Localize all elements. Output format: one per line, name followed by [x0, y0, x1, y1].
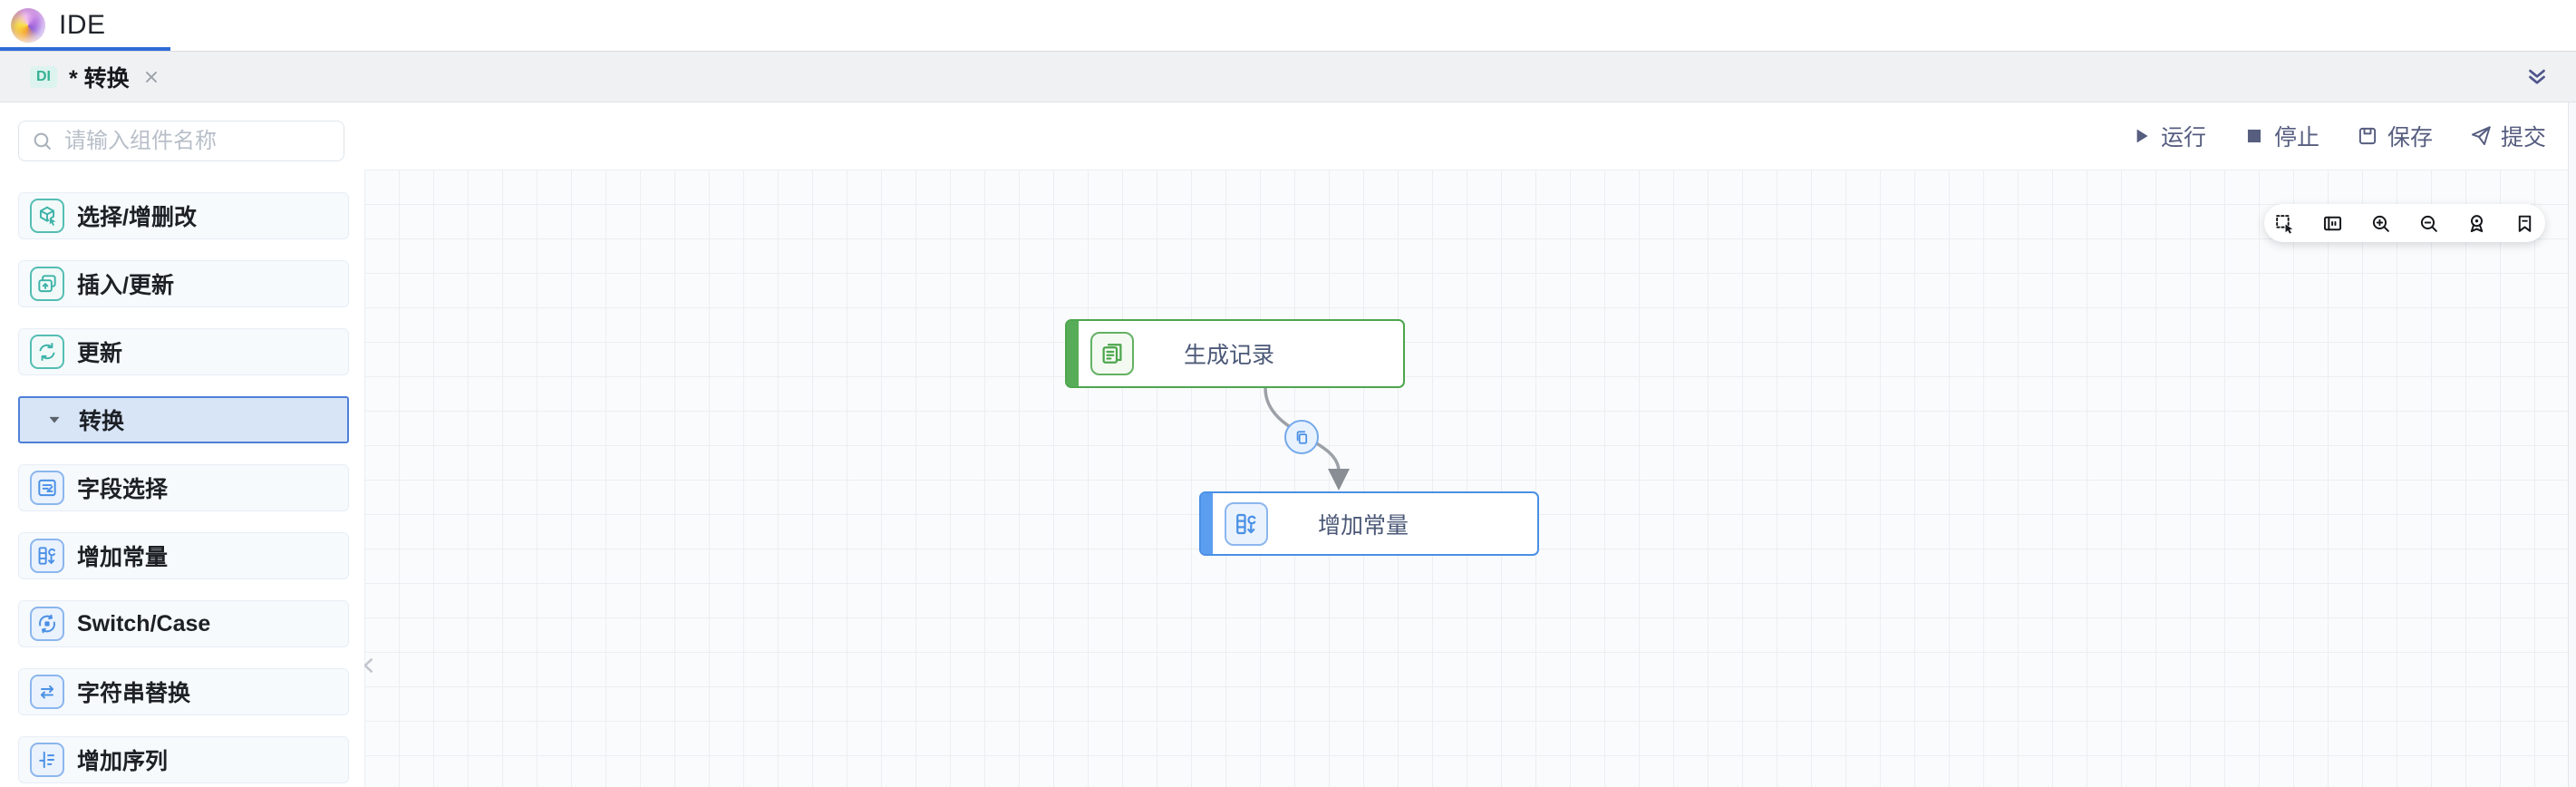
action-label: 保存 — [2387, 125, 2433, 151]
marquee-select-icon[interactable] — [2273, 212, 2296, 235]
submit-icon — [2469, 124, 2493, 148]
refresh-icon — [30, 335, 64, 369]
stop-icon — [2242, 124, 2266, 148]
sidebar-item-label: 字符串替换 — [77, 681, 191, 706]
sidebar-item-insert-update[interactable]: 插入/更新 — [18, 260, 349, 307]
sidebar-item-label: 插入/更新 — [77, 273, 174, 298]
add-sequence-icon — [30, 743, 64, 777]
sidebar-item-label: Switch/Case — [77, 610, 211, 636]
run-toolbar: 运行 停止 保存 提交 — [364, 102, 2568, 170]
minimap-icon[interactable] — [2321, 212, 2344, 235]
fit-view-icon[interactable] — [2465, 212, 2488, 235]
tab-transform[interactable]: DI * 转换 — [0, 52, 176, 102]
save-icon — [2356, 124, 2379, 148]
sidebar-group-label: 转换 — [79, 409, 125, 434]
node-add-constant[interactable]: 增加常量 — [1199, 491, 1539, 556]
tab-type-badge: DI — [30, 65, 57, 88]
action-label: 运行 — [2160, 125, 2206, 151]
node-accent-bar — [1201, 493, 1213, 554]
sidebar-item-label: 增加常量 — [77, 545, 169, 570]
canvas-zoom-toolbar — [2264, 204, 2545, 242]
node-generate-records[interactable]: 生成记录 — [1065, 319, 1405, 388]
string-replace-icon — [30, 675, 64, 709]
sidebar-item-update[interactable]: 更新 — [18, 328, 349, 375]
zoom-out-icon[interactable] — [2417, 212, 2440, 235]
close-icon[interactable] — [141, 67, 161, 87]
sidebar-item-add-constant[interactable]: 增加常量 — [18, 532, 349, 579]
component-list: 选择/增删改插入/更新更新转换字段选择增加常量 Switch/Case 字符串替换增… — [18, 192, 349, 783]
logo-swirl-icon — [11, 8, 45, 43]
edge-layer — [1264, 386, 1350, 491]
sidebar-item-label: 字段选择 — [77, 477, 169, 502]
sidebar-item-field-select[interactable]: 字段选择 — [18, 464, 349, 511]
stop-button[interactable]: 停止 — [2242, 120, 2319, 152]
action-label: 停止 — [2273, 125, 2319, 151]
node-label: 生成记录 — [1184, 343, 1275, 368]
search-box — [18, 121, 344, 161]
add-constant-icon — [30, 539, 64, 573]
sidebar-item-label: 增加序列 — [77, 749, 169, 774]
node-accent-bar — [1067, 321, 1079, 386]
switch-case-icon — [30, 607, 64, 641]
cube-select-icon — [30, 199, 64, 233]
copy-icon[interactable] — [1284, 420, 1319, 454]
tab-label: * 转换 — [69, 65, 130, 92]
sidebar-item-transform-group[interactable]: 转换 — [18, 396, 349, 443]
sidebar-item-add-sequence[interactable]: 增加序列 — [18, 736, 349, 783]
insert-update-icon — [30, 267, 64, 301]
node-label: 增加常量 — [1318, 512, 1409, 539]
sidebar-item-select-crud[interactable]: 选择/增删改 — [18, 192, 349, 239]
save-button[interactable]: 保存 — [2356, 120, 2433, 152]
search-input[interactable] — [18, 121, 344, 161]
run-button[interactable]: 运行 — [2129, 120, 2206, 152]
sidebar-item-string-replace[interactable]: 字符串替换 — [18, 668, 349, 715]
double-chevron-down-icon[interactable] — [2523, 63, 2551, 91]
add-constant-icon — [1225, 501, 1268, 546]
flow-canvas[interactable]: 生成记录增加常量 — [364, 170, 2568, 787]
chevron-left-icon[interactable] — [364, 654, 381, 677]
zoom-in-icon[interactable] — [2369, 212, 2392, 235]
bookmark-icon[interactable] — [2513, 212, 2536, 235]
caret-down-icon — [44, 410, 64, 430]
app-title: IDE — [59, 10, 106, 40]
sidebar-item-switch-case[interactable]: Switch/Case — [18, 600, 349, 647]
active-tab-indicator — [0, 47, 170, 51]
scrollbar-track[interactable] — [2568, 102, 2576, 787]
play-icon — [2129, 124, 2153, 148]
field-select-icon — [30, 471, 64, 505]
edge-arrowhead-icon — [1328, 469, 1350, 491]
sidebar-item-label: 选择/增删改 — [77, 205, 197, 230]
generate-records-icon — [1090, 332, 1134, 375]
action-label: 提交 — [2500, 125, 2546, 151]
submit-button[interactable]: 提交 — [2469, 120, 2546, 152]
sidebar-item-label: 更新 — [77, 341, 123, 366]
tab-bar: DI * 转换 — [0, 52, 2576, 102]
app-header: IDE — [0, 0, 2576, 52]
